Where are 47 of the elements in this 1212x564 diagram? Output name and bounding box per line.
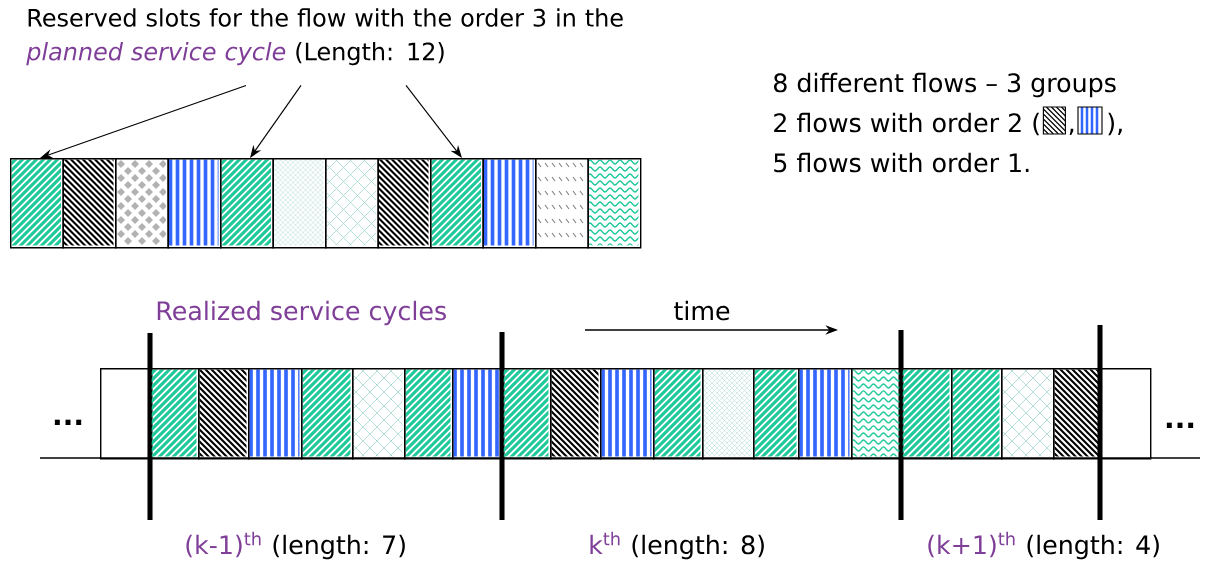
- cycle-label: (k-1)$^{th}$: [186, 531, 261, 558]
- note-text: ),: [1108, 112, 1122, 136]
- slot-box: [1001, 368, 1055, 460]
- slot-box: [248, 368, 303, 460]
- slot-box: [600, 368, 655, 460]
- leader-arrow: [405, 84, 462, 158]
- slot-box: [851, 368, 903, 460]
- length-label: (length: 8): [632, 534, 764, 560]
- cycle-label: (k+1)$^{th}$: [928, 531, 1015, 558]
- slot-box: [404, 368, 454, 460]
- slot-box: [377, 158, 432, 249]
- caption-text: Reserved slots for the flow with the order 3 in the planned service cycle (Length: 12): [26, 8, 623, 66]
- slot-box: [10, 158, 64, 249]
- slot-box: [352, 368, 406, 460]
- slot-box: [220, 158, 274, 249]
- ellipsis: ...: [54, 419, 82, 425]
- leader-arrow: [40, 84, 247, 159]
- slot-box: [502, 368, 552, 460]
- slot-box: [150, 368, 200, 460]
- slot-box: [272, 158, 327, 249]
- slot-box: [198, 368, 250, 460]
- slot-box: [167, 158, 222, 249]
- length-label: (length: 4): [1027, 534, 1159, 560]
- length-label: (length: 7): [273, 534, 405, 560]
- slot-box: [702, 368, 755, 460]
- leader-arrow: [250, 84, 302, 158]
- slot-box: [901, 368, 953, 460]
- slot-box: [951, 368, 1003, 460]
- slot-box: [301, 368, 354, 460]
- time-label: time: [674, 300, 730, 321]
- slot-box: [452, 368, 504, 460]
- note-text: ,: [1069, 128, 1074, 135]
- heading-text: Realized service cycles: [157, 300, 446, 326]
- ellipsis: ...: [1166, 422, 1194, 428]
- slot-box: [653, 368, 704, 460]
- slot-box: [325, 158, 379, 249]
- slot-box: [1100, 368, 1152, 460]
- slot-box: [550, 368, 602, 460]
- slot-box: [430, 158, 484, 249]
- note-text: 2 flows with order 2 (: [774, 112, 1040, 136]
- slot-box: [62, 158, 117, 249]
- slot-box: [753, 368, 800, 460]
- cycle-label: k$^{th}$: [590, 531, 620, 554]
- note-text: 8 different flows – 3 groups: [774, 72, 1116, 98]
- slot-box: [798, 368, 853, 460]
- slot-box: [482, 158, 537, 249]
- note-text: 5 flows with order 1.: [774, 152, 1029, 173]
